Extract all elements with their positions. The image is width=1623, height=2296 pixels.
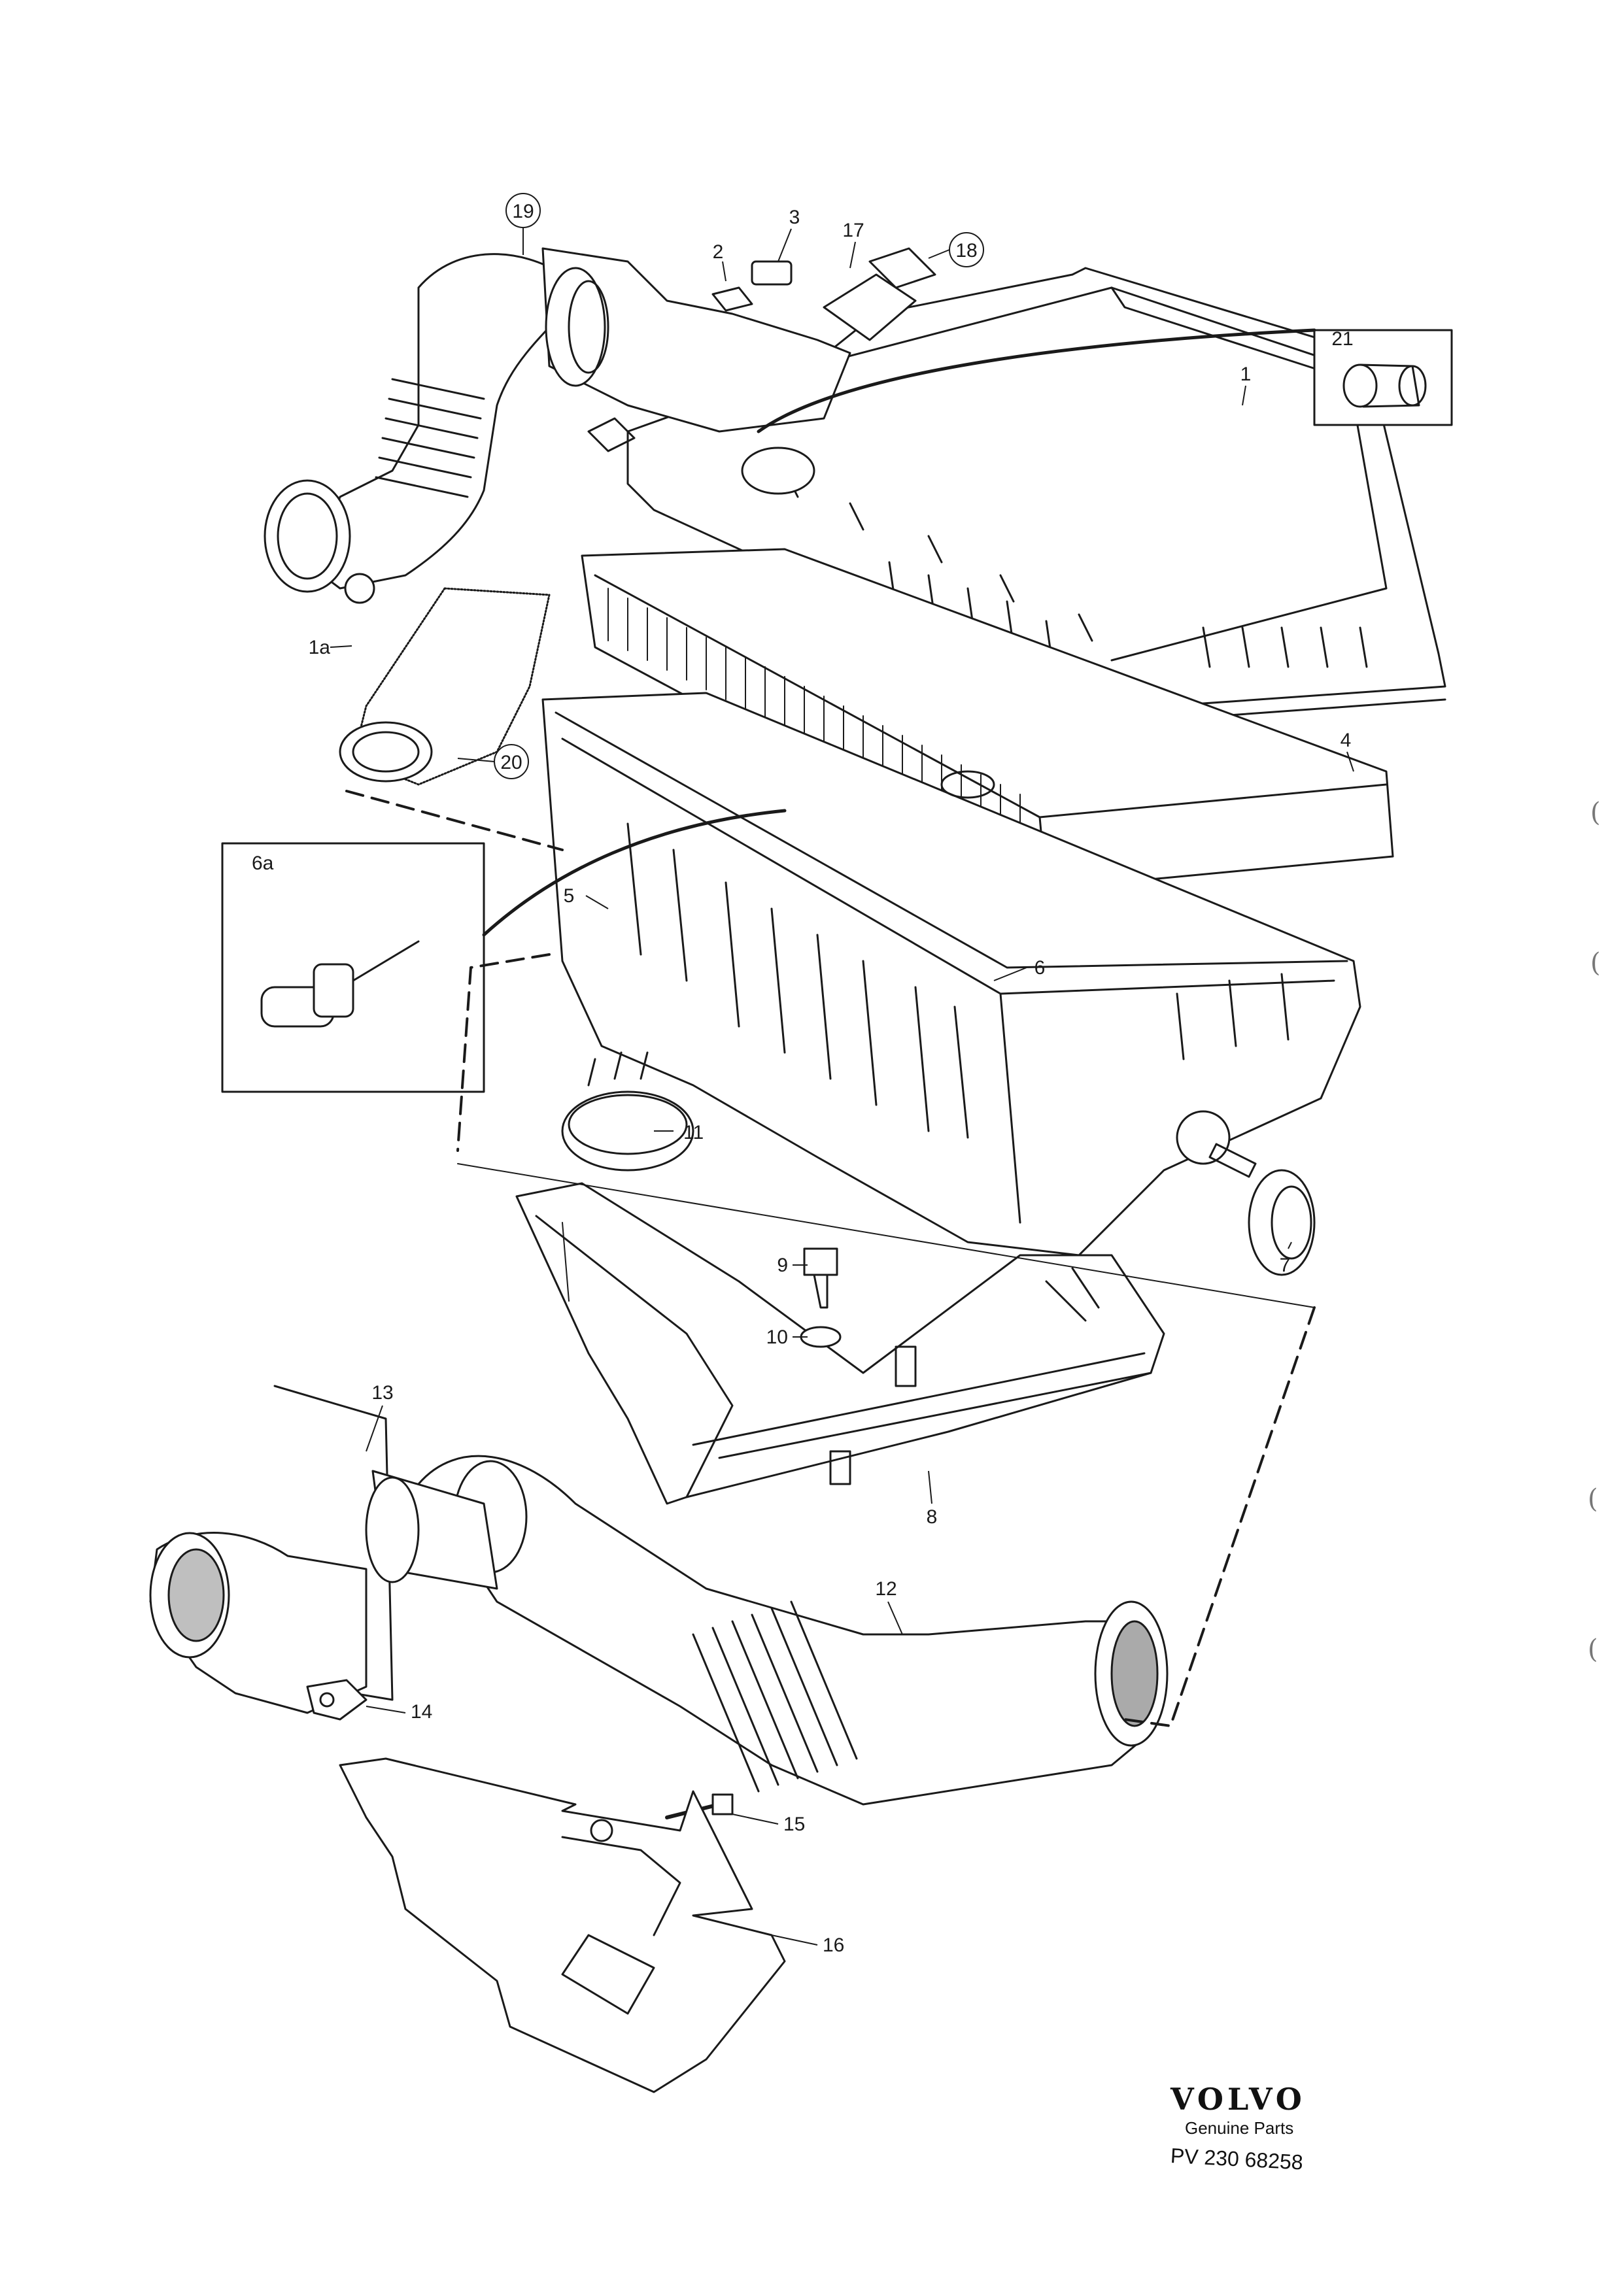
heat-shield <box>339 1757 786 2093</box>
callout-9: 9 <box>777 1255 788 1276</box>
screw-and-washer <box>800 1247 842 1348</box>
lower-housing-tray <box>515 1182 1165 1505</box>
leader-lines <box>457 1163 1315 1308</box>
callout-10: 10 <box>766 1326 788 1348</box>
assembly-lines <box>345 790 1316 1727</box>
inset-6a <box>221 809 787 1093</box>
clip-14 <box>306 1679 367 1721</box>
edge-mark: ( <box>1588 1484 1598 1514</box>
callout-12: 12 <box>875 1578 897 1600</box>
callout-8: 8 <box>927 1506 938 1528</box>
flexible-hose <box>339 587 551 786</box>
callout-1: 1 <box>1240 363 1252 385</box>
volvo-logo: VOLVO <box>1170 2082 1306 2117</box>
callout-19: 19 <box>512 201 534 222</box>
callout-7: 7 <box>1280 1255 1291 1276</box>
callout-5: 5 <box>564 885 575 907</box>
callout-18: 18 <box>955 240 977 262</box>
callout-1a: 1a <box>309 637 331 658</box>
brand-block: VOLVO Genuine Parts PV 230 68258 <box>1170 2082 1406 2174</box>
grommets <box>561 1051 1316 1276</box>
callout-4: 4 <box>1341 730 1352 751</box>
air-cleaner-housing <box>541 692 1361 1257</box>
intake-duct <box>417 1455 1169 1806</box>
sensor-parts <box>711 247 936 341</box>
callout-17: 17 <box>842 220 864 241</box>
edge-mark: ( <box>1590 798 1601 828</box>
inset-21 <box>757 328 1453 433</box>
intake-adapter <box>149 1385 498 1714</box>
callout-13: 13 <box>371 1382 393 1404</box>
callout-3: 3 <box>789 207 800 228</box>
callout-16: 16 <box>823 1934 844 1956</box>
callout-2: 2 <box>713 241 724 263</box>
edge-mark: ( <box>1590 948 1601 978</box>
intake-elbow-hose <box>264 247 851 604</box>
callout-21: 21 <box>1331 328 1353 350</box>
callout-14: 14 <box>411 1701 432 1723</box>
callout-15: 15 <box>783 1814 805 1835</box>
callout-6: 6 <box>1034 957 1046 979</box>
callout-11: 11 <box>683 1122 704 1143</box>
brand-subtitle: Genuine Parts <box>1185 2118 1294 2138</box>
callout-20: 20 <box>500 752 522 773</box>
edge-mark: ( <box>1588 1634 1598 1664</box>
callout-6a: 6a <box>252 853 274 874</box>
